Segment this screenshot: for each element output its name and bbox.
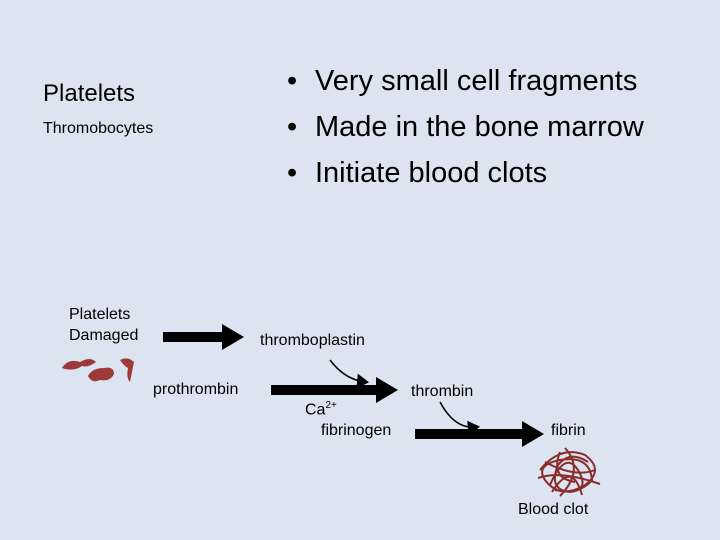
bullet-item: • Very small cell fragments <box>287 58 644 104</box>
curved-arrow-thromboplastin <box>329 359 369 389</box>
bullet-item: • Made in the bone marrow <box>287 104 644 150</box>
blood-clot-label: Blood clot <box>518 501 589 518</box>
damaged-label-line1: Platelets <box>69 306 131 323</box>
blood-clot-icon <box>537 447 601 497</box>
fibrinogen-label: fibrinogen <box>321 422 392 439</box>
bullet-list: • Very small cell fragments • Made in the … <box>287 58 644 196</box>
bullet-text: Very small cell fragments <box>315 65 638 97</box>
calcium-charge: 2+ <box>325 400 337 411</box>
damaged-label-line2: Damaged <box>69 327 139 344</box>
bullet-dot: • <box>287 157 298 189</box>
bullet-dot: • <box>287 111 298 143</box>
bullet-dot: • <box>287 65 298 97</box>
arrow-prothrombin-to-thrombin <box>271 377 398 403</box>
bullet-item: • Initiate blood clots <box>287 150 644 196</box>
slide-subtitle: Thromobocytes <box>43 120 154 137</box>
fibrin-label: fibrin <box>551 422 586 439</box>
damaged-platelets-icon <box>62 358 134 382</box>
prothrombin-label: prothrombin <box>153 381 239 398</box>
thromboplastin-label: thromboplastin <box>260 332 365 349</box>
damaged-platelets-label: Platelets Damaged <box>69 304 138 346</box>
calcium-symbol: Ca <box>305 401 326 419</box>
calcium-label: Ca2+ <box>305 400 337 419</box>
bullet-text: Initiate blood clots <box>315 157 548 189</box>
curved-arrow-thrombin <box>439 401 480 436</box>
thrombin-label: thrombin <box>411 383 474 400</box>
arrow-damaged-to-thromboplastin <box>163 324 244 350</box>
slide-title: Platelets <box>43 80 136 107</box>
bullet-text: Made in the bone marrow <box>315 111 644 143</box>
arrow-fibrinogen-to-fibrin <box>415 421 544 447</box>
